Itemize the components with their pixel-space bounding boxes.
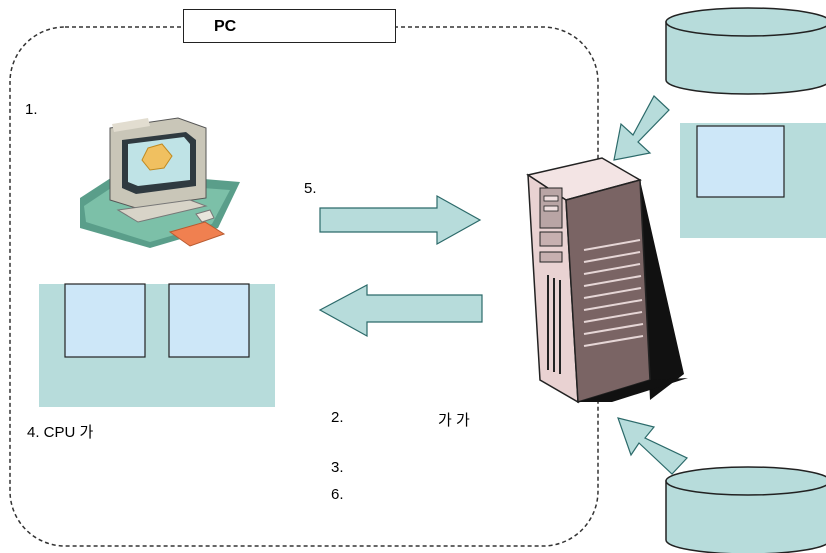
step-3-label: 3. [331,459,344,476]
database-cylinder-icon [665,7,826,95]
database-cylinder-icon [665,466,826,553]
disk-slot [696,125,785,198]
db-bottom-arrow [617,417,688,475]
step-4-label: 4. CPU 가 [27,424,94,441]
step-6-label: 6. [331,486,344,503]
memory-slot-2 [168,283,250,358]
step-2-label: 2. [331,409,344,426]
response-arrow [318,284,483,338]
title-box: PC [183,9,396,43]
step-2-text: 가 가 [438,412,470,429]
step-1-label: 1. [25,101,38,118]
server-tower-icon [526,157,688,404]
diagram-title: PC [214,18,237,35]
request-arrow [319,194,482,246]
memory-slot-1 [64,283,146,358]
disk-memory-panel [680,123,826,238]
memory-panel [39,283,275,407]
step-5-label: 5. [304,180,317,197]
db-top-arrow [613,95,670,161]
desktop-computer-icon [80,117,240,248]
